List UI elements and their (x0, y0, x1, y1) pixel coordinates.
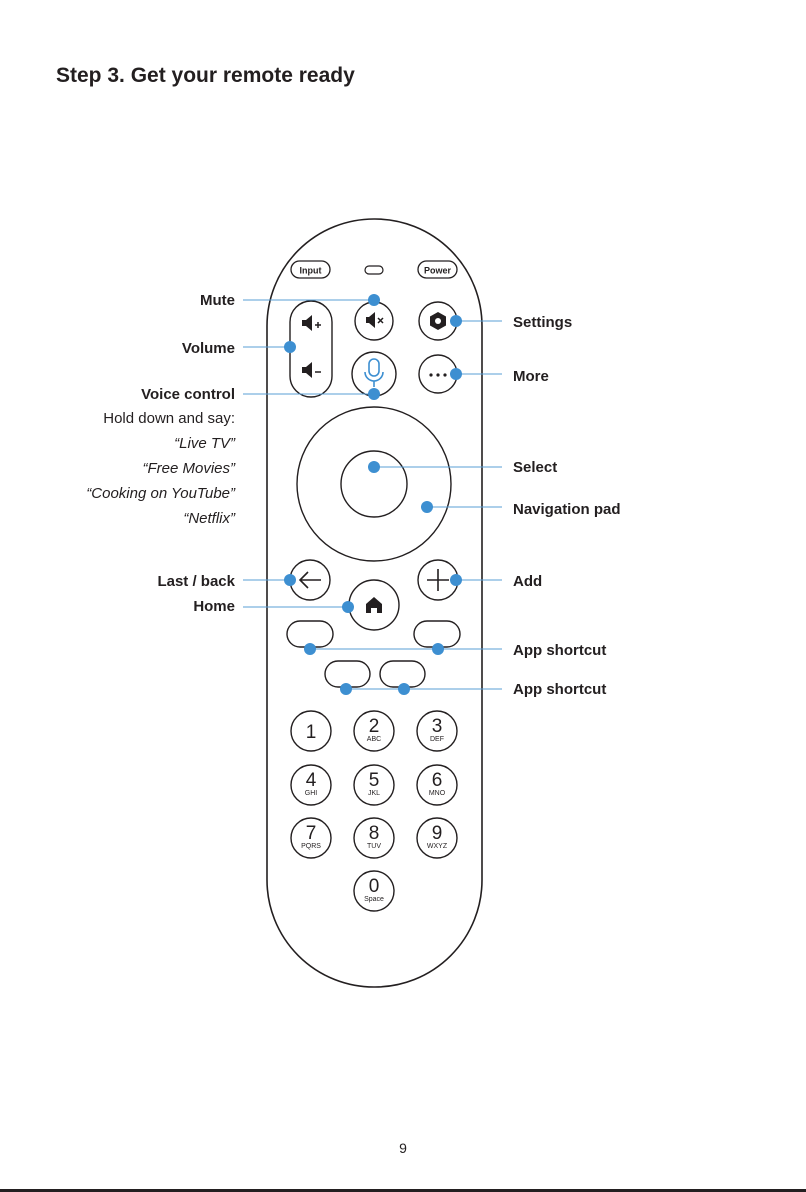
app-shortcut-button-3[interactable] (325, 661, 370, 687)
settings-label: Settings (513, 314, 572, 332)
svg-text:8: 8 (369, 823, 380, 844)
key-0[interactable]: 0 Space (354, 871, 394, 911)
key-8[interactable]: 8 TUV (354, 818, 394, 858)
voice-dot (368, 388, 380, 400)
app-shortcut-label: App shortcut (513, 681, 606, 699)
back-dot (284, 574, 296, 586)
svg-text:Input: Input (300, 266, 322, 276)
svg-text:MNO: MNO (429, 790, 446, 797)
shortcut2-dot-left (340, 683, 352, 695)
settings-dot (450, 315, 462, 327)
svg-text:7: 7 (306, 823, 317, 844)
volume-label: Volume (182, 340, 235, 358)
svg-text:Space: Space (364, 896, 384, 903)
svg-text:2: 2 (369, 716, 380, 737)
key-5[interactable]: 5 JKL (354, 765, 394, 805)
shortcut2-dot-right (398, 683, 410, 695)
svg-text:3: 3 (432, 716, 443, 737)
svg-text:0: 0 (369, 876, 380, 897)
input-button[interactable]: Input (291, 261, 330, 278)
more-label: More (513, 368, 549, 386)
home-button[interactable] (349, 580, 399, 630)
key-9[interactable]: 9 WXYZ (417, 818, 457, 858)
select-label: Select (513, 459, 557, 477)
key-6[interactable]: 6 MNO (417, 765, 457, 805)
svg-text:JKL: JKL (368, 790, 380, 797)
select-button[interactable] (341, 451, 407, 517)
svg-text:4: 4 (306, 770, 317, 791)
voice-phrase: “Free Movies” (142, 460, 235, 478)
more-dot (450, 368, 462, 380)
key-7[interactable]: 7 PQRS (291, 818, 331, 858)
page-number: 9 (0, 1140, 806, 1156)
key-2[interactable]: 2 ABC (354, 711, 394, 751)
mute-dot (368, 294, 380, 306)
voice-phrase: “Netflix” (183, 510, 235, 528)
last-back-label: Last / back (157, 573, 235, 591)
shortcut1-dot-right (432, 643, 444, 655)
key-1[interactable]: 1 (291, 711, 331, 751)
voice-control-label: Voice control (141, 386, 235, 404)
svg-text:Power: Power (424, 266, 452, 276)
add-dot (450, 574, 462, 586)
voice-phrase: “Live TV” (174, 435, 235, 453)
app-shortcut-label: App shortcut (513, 642, 606, 660)
svg-text:ABC: ABC (367, 736, 381, 743)
key-4[interactable]: 4 GHI (291, 765, 331, 805)
key-3[interactable]: 3 DEF (417, 711, 457, 751)
mute-label: Mute (200, 292, 235, 310)
svg-text:GHI: GHI (305, 790, 318, 797)
voice-phrase: “Cooking on YouTube” (86, 485, 235, 503)
svg-text:9: 9 (432, 823, 443, 844)
app-shortcut-button-4[interactable] (380, 661, 425, 687)
power-button[interactable]: Power (418, 261, 457, 278)
volume-rocker[interactable] (290, 301, 332, 397)
shortcut1-dot-left (304, 643, 316, 655)
navpad-dot (421, 501, 433, 513)
svg-text:5: 5 (369, 770, 380, 791)
svg-text:TUV: TUV (367, 843, 381, 850)
volume-dot (284, 341, 296, 353)
svg-text:1: 1 (306, 722, 317, 743)
svg-text:DEF: DEF (430, 736, 444, 743)
svg-text:PQRS: PQRS (301, 843, 321, 850)
svg-text:WXYZ: WXYZ (427, 843, 448, 850)
mute-button[interactable] (355, 302, 393, 340)
status-led (365, 266, 383, 274)
more-dots-icon (429, 373, 446, 376)
home-dot (342, 601, 354, 613)
select-dot (368, 461, 380, 473)
svg-text:6: 6 (432, 770, 443, 791)
voice-note-intro: Hold down and say: (103, 410, 235, 428)
home-label: Home (193, 598, 235, 616)
navigation-pad-label: Navigation pad (513, 501, 621, 519)
add-label: Add (513, 573, 542, 591)
